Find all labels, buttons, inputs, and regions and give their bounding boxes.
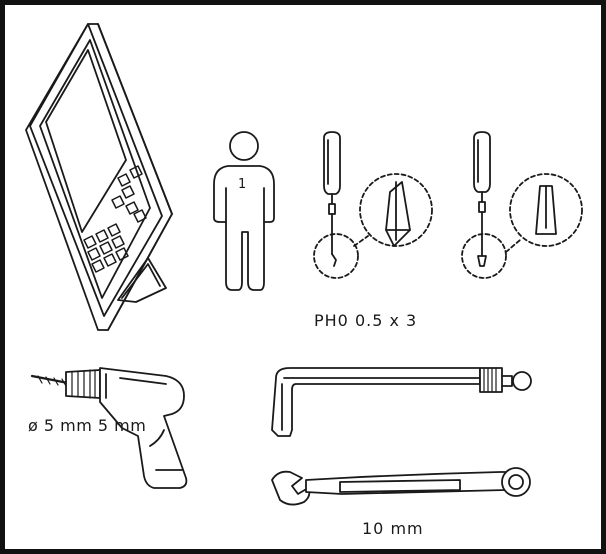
- person-icon: [213, 131, 275, 291]
- phillips-screwdriver-icon: [313, 131, 433, 279]
- drill-bit-label: ø 5 mm 5 mm: [28, 416, 147, 435]
- phillips-size-label: PH0 0.5 x 3: [314, 311, 418, 330]
- flat-screwdriver-icon: [461, 131, 583, 279]
- wrench-size-label: 10 mm: [362, 519, 424, 538]
- combination-wrench-icon: [271, 467, 531, 506]
- hex-key-icon: [271, 367, 532, 437]
- tablet-device-icon: [25, 23, 173, 331]
- drill-icon: [30, 367, 188, 489]
- person-count-label: 1: [238, 177, 247, 192]
